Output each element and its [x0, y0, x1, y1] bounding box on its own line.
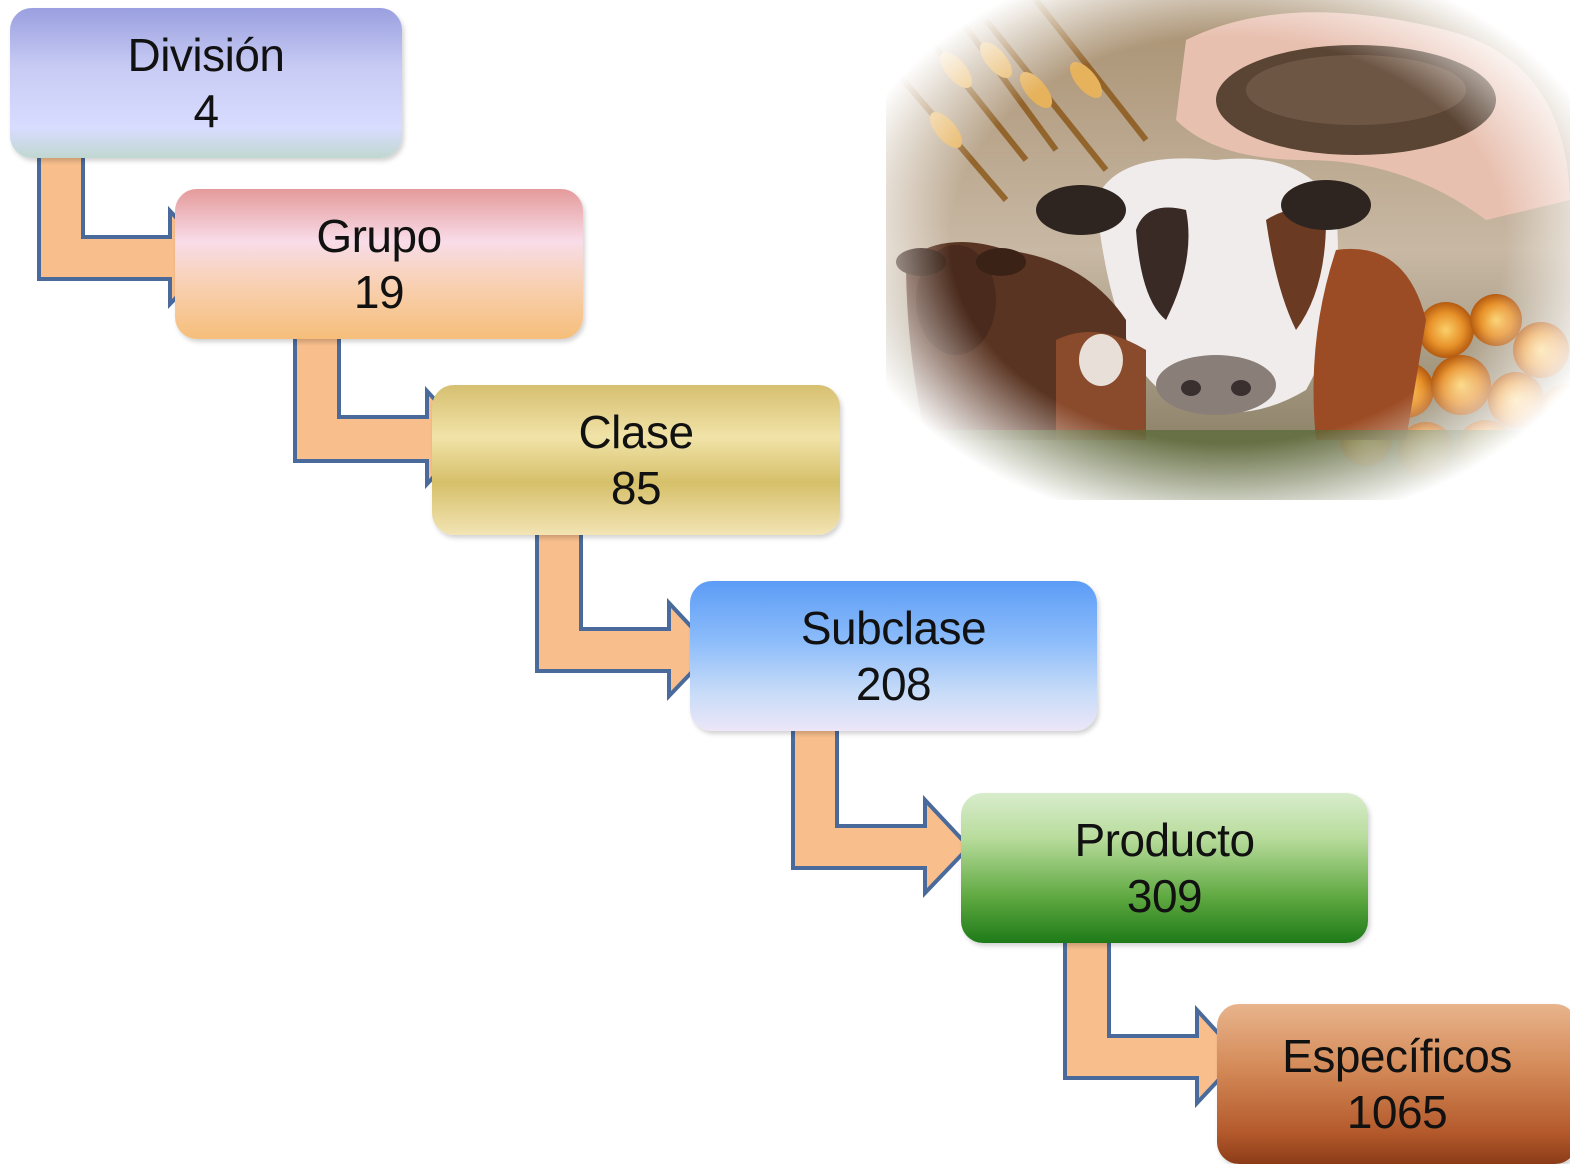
box-clase-count: 85	[610, 462, 662, 514]
box-especificos-count: 1065	[1346, 1086, 1448, 1138]
box-grupo: Grupo 19	[175, 189, 583, 339]
box-especificos-label: Específicos	[1282, 1030, 1512, 1082]
arrow-producto-to-especificos	[1063, 928, 1243, 1109]
box-grupo-count: 19	[353, 266, 405, 318]
box-producto-label: Producto	[1074, 814, 1255, 866]
box-division-label: División	[127, 29, 285, 81]
arrow-clase-to-subclase	[535, 517, 716, 701]
box-producto-count: 309	[1126, 870, 1203, 922]
box-division: División 4	[10, 8, 402, 158]
box-clase: Clase 85	[432, 385, 840, 535]
box-subclase-count: 208	[855, 658, 932, 710]
box-subclase-label: Subclase	[800, 602, 987, 654]
arrow-subclase-to-producto	[791, 714, 972, 898]
box-producto: Producto 309	[961, 793, 1368, 943]
farm-collage-image	[886, 0, 1570, 500]
box-especificos: Específicos 1065	[1217, 1004, 1570, 1164]
box-subclase: Subclase 208	[690, 581, 1097, 731]
box-division-count: 4	[193, 85, 219, 137]
box-clase-label: Clase	[578, 406, 694, 458]
box-grupo-label: Grupo	[316, 210, 442, 262]
